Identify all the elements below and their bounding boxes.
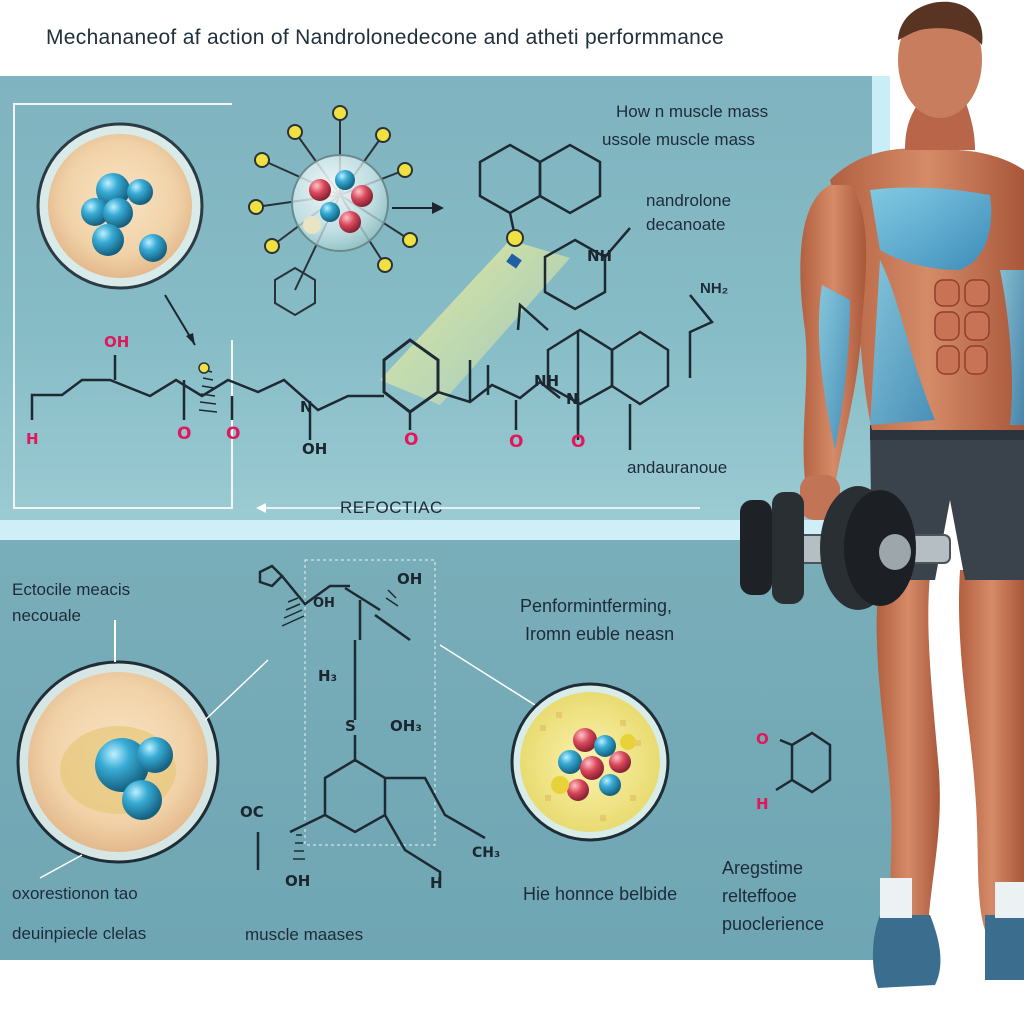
label-oxoreston-1: oxorestionon tao	[12, 884, 138, 903]
label-oxoreston-2: deuinpiecle clelas	[12, 924, 147, 943]
label-nandrolone: nandrolone	[646, 191, 732, 210]
muscle-cell-icon	[36, 122, 204, 290]
chem-h-small: H	[756, 795, 769, 813]
chem-o-small: O	[756, 730, 769, 748]
chem-ch3: CH₃	[472, 845, 501, 861]
label-ectocile-2: necouale	[12, 606, 82, 625]
dumbbell-icon	[740, 486, 951, 610]
chem-oh-top: OH	[104, 333, 130, 351]
chem-sto-oh: OH₃	[390, 717, 422, 735]
chem-oh-mid: OH	[302, 440, 328, 458]
chem-nh-ring: NH	[587, 247, 613, 265]
label-hie-honnce: Hie honnce belbide	[523, 884, 678, 904]
chem-s: S	[345, 717, 356, 735]
label-aregstime-2: relteffooe	[722, 886, 797, 906]
label-decanoate: decanoate	[646, 215, 726, 234]
chem-h-bottom: H	[430, 874, 443, 892]
chem-o1: O	[177, 424, 192, 444]
chem-o2: O	[226, 424, 241, 444]
label-ectocile-1: Ectocile meacis	[12, 580, 131, 599]
chem-ohi: OH	[285, 872, 311, 890]
label-performing-1: Penformintferming,	[520, 596, 673, 616]
label-andauranoue: andauranoue	[627, 458, 728, 477]
chem-o3: O	[404, 430, 419, 450]
label-nh2: NH₂	[700, 280, 729, 297]
label-refoctiac: REFOCTIAC	[340, 498, 443, 517]
chem-oc: OC	[240, 803, 264, 821]
label-how-muscle-2: ussole muscle mass	[602, 130, 756, 149]
muscle-cell-icon-2	[16, 660, 220, 864]
label-how-muscle-1: How n muscle mass	[616, 102, 769, 121]
chem-h-left: H	[26, 430, 39, 448]
chem-n-mid: N	[300, 398, 313, 416]
chem-o5: O	[571, 432, 586, 452]
chem-oh-bottom-top: OH	[397, 570, 423, 588]
chem-o4: O	[509, 432, 524, 452]
chem-oh-bottom: OH	[313, 596, 335, 611]
athlete-illustration	[740, 1, 1024, 988]
divider-band	[0, 520, 900, 542]
molecule-cell-icon	[510, 682, 670, 842]
chem-nh-a: NH	[534, 372, 560, 390]
frame-bracket	[13, 103, 233, 509]
page-title: Mechananeof af action of Nandrolonedecon…	[46, 26, 724, 49]
chem-h3: H₃	[318, 667, 338, 685]
label-aregstime-3: puoclerience	[722, 914, 825, 934]
label-performing-2: Iromn euble neasn	[525, 624, 675, 644]
label-aregstime-1: Aregstime	[722, 858, 804, 878]
label-muscle-masses: muscle maases	[245, 925, 364, 944]
molecule-cluster-icon	[248, 105, 418, 317]
chem-n-b: N	[566, 390, 579, 408]
